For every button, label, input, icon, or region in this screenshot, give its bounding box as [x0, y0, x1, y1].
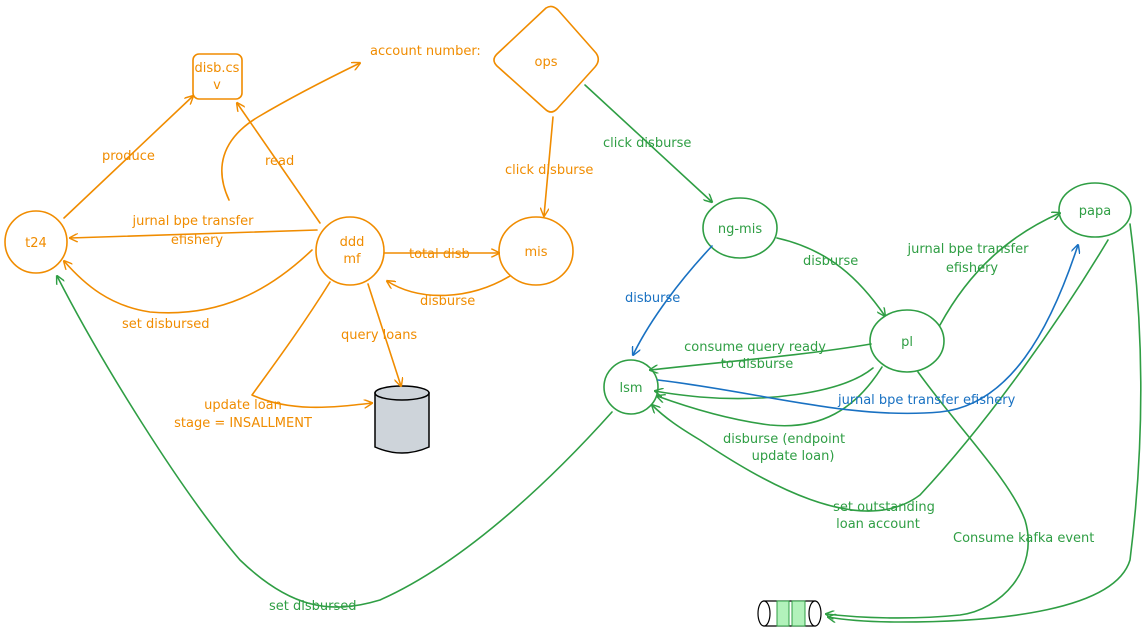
edge-papa-kafka — [828, 223, 1142, 622]
label-consume-kafka: Consume kafka event — [953, 531, 1094, 546]
label-disburse-endpoint-1: disburse (endpoint — [723, 432, 845, 447]
label-jurnal-left-1: jurnal bpe transfer — [132, 214, 255, 229]
node-pl-label: pl — [901, 335, 913, 350]
label-update-loan-1: update loan — [204, 398, 282, 413]
node-papa: papa — [1058, 182, 1132, 238]
label-produce: produce — [102, 149, 155, 164]
label-jurnal-left-2: efishery — [171, 233, 224, 248]
edge-disburse-mis — [387, 275, 511, 297]
node-ops-label: ops — [535, 55, 558, 70]
label-update-loan-2: stage = INSALLMENT — [174, 416, 312, 431]
database-icon — [374, 385, 430, 454]
node-lsm: lsm — [603, 359, 659, 415]
node-mis: mis — [498, 216, 574, 286]
edge-update-loan — [251, 281, 372, 407]
node-ddd-mf-label-1: ddd — [340, 235, 365, 250]
label-consume-query-2: to disburse — [721, 357, 793, 372]
node-ng-mis: ng-mis — [702, 197, 778, 259]
edge-disburse-endpoint — [655, 367, 874, 400]
node-pl: pl — [869, 309, 945, 373]
edge-account-number — [221, 63, 360, 201]
edge-set-disbursed-bottom — [57, 276, 613, 608]
label-set-outstanding-2: loan account — [836, 517, 920, 532]
label-account-number: account number: — [370, 44, 481, 59]
label-jurnal-blue: jurnal bpe transfer efishery — [837, 393, 1016, 408]
label-click-disburse-ng: click disburse — [603, 136, 691, 151]
node-t24: t24 — [4, 210, 68, 274]
node-papa-label: papa — [1079, 204, 1111, 219]
node-mis-label: mis — [524, 245, 547, 260]
node-disb-csv-label-2: v — [213, 78, 221, 93]
node-lsm-label: lsm — [619, 381, 642, 396]
label-query-loans: query loans — [341, 328, 417, 343]
edge-click-disburse-mis — [544, 116, 554, 216]
node-ng-mis-label: ng-mis — [718, 222, 762, 237]
kafka-queue-icon — [757, 600, 822, 627]
label-read: read — [265, 154, 294, 169]
label-set-disbursed-left: set disbursed — [122, 317, 210, 332]
label-total-disb: total disb — [409, 247, 470, 262]
edge-click-disburse-ng — [584, 84, 712, 202]
edge-query-loans — [367, 283, 401, 386]
label-disburse-blue: disburse — [625, 291, 680, 306]
edge-set-disbursed-left — [64, 249, 313, 314]
node-ddd-mf-label-2: mf — [343, 252, 361, 267]
label-jurnal-right-2: efishery — [946, 261, 999, 276]
edge-disburse-pl — [776, 237, 885, 316]
node-ops: ops — [493, 5, 600, 113]
label-consume-query-1: consume query ready — [684, 340, 826, 355]
edge-disburse-endpoint-2 — [657, 366, 883, 427]
edge-jurnal-right — [939, 213, 1060, 326]
node-disb-csv: disb.cs v — [192, 53, 243, 100]
label-set-outstanding-1: set outstanding — [833, 500, 935, 515]
edge-consume-kafka — [826, 371, 1030, 618]
edge-jurnal-blue — [657, 245, 1078, 415]
label-disburse-pl: disburse — [803, 254, 858, 269]
label-click-disburse-mis: click disburse — [505, 163, 593, 178]
edge-produce — [63, 96, 193, 219]
label-jurnal-right-1: jurnal bpe transfer — [907, 242, 1030, 257]
node-t24-label: t24 — [25, 236, 47, 251]
edge-consume-query — [650, 343, 872, 370]
node-ddd-mf: ddd mf — [315, 216, 385, 286]
label-disburse-endpoint-2: update loan) — [752, 449, 835, 464]
label-disburse-mis: disburse — [420, 294, 475, 309]
label-set-disbursed-bottom: set disbursed — [269, 599, 357, 614]
edge-disburse-blue — [633, 245, 713, 355]
edge-set-outstanding — [652, 239, 1109, 512]
edge-read — [237, 103, 321, 224]
node-disb-csv-label-1: disb.cs — [195, 61, 240, 76]
edge-jurnal-left — [70, 229, 318, 238]
